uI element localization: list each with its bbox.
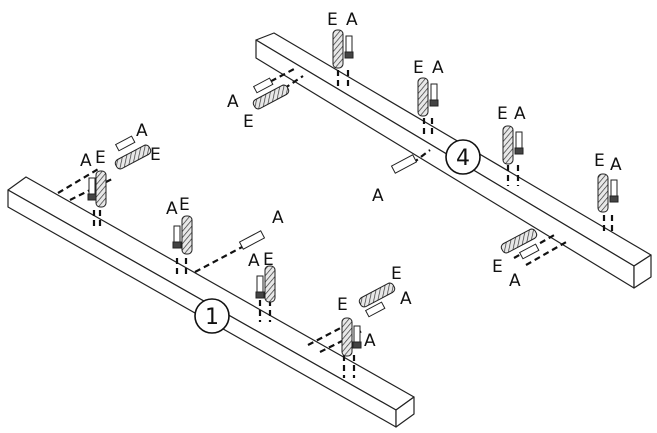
label-a: A bbox=[346, 10, 358, 30]
label-a: A bbox=[80, 151, 92, 171]
fitting-vertical-5 bbox=[332, 29, 354, 69]
label-a: A bbox=[248, 251, 260, 271]
label-e: E bbox=[263, 250, 274, 270]
part-labels: A E A E A E A A E E A E A E A A E E A A … bbox=[80, 10, 622, 351]
label-e: E bbox=[391, 264, 402, 284]
label-e: E bbox=[95, 148, 106, 168]
label-e: E bbox=[492, 257, 503, 277]
label-e: E bbox=[150, 145, 161, 165]
fitting-horizontal-2 bbox=[238, 230, 266, 250]
label-a: A bbox=[514, 104, 526, 124]
label-a: A bbox=[166, 199, 178, 219]
label-e: E bbox=[413, 58, 424, 78]
beam-4-front-face bbox=[255, 39, 635, 289]
label-a: A bbox=[272, 208, 284, 228]
fitting-vertical-4 bbox=[341, 317, 362, 357]
fitting-vertical-3 bbox=[255, 265, 276, 303]
fitting-vertical-7 bbox=[502, 125, 524, 165]
label-e: E bbox=[243, 112, 254, 132]
label-a: A bbox=[509, 271, 521, 291]
fitting-vertical-8 bbox=[597, 173, 619, 213]
label-a: A bbox=[227, 92, 239, 112]
fitting-horizontal-4 bbox=[252, 77, 290, 110]
fitting-horizontal-1 bbox=[114, 135, 152, 170]
beam-1-end-face bbox=[395, 396, 415, 428]
label-a: A bbox=[432, 58, 444, 78]
label-e: E bbox=[594, 151, 605, 171]
fitting-horizontal-5 bbox=[390, 154, 418, 174]
label-e: E bbox=[179, 195, 190, 215]
fitting-vertical-2 bbox=[172, 215, 193, 255]
label-a: A bbox=[400, 289, 412, 309]
label-e: E bbox=[337, 295, 348, 315]
label-e: E bbox=[327, 10, 338, 30]
beam-1-number: 1 bbox=[205, 305, 219, 330]
fitting-vertical-6 bbox=[417, 77, 439, 117]
label-e: E bbox=[497, 104, 508, 124]
label-a: A bbox=[610, 155, 622, 175]
label-a: A bbox=[364, 331, 376, 351]
label-a: A bbox=[136, 121, 148, 141]
beam-1-number-badge: 1 bbox=[194, 298, 230, 334]
label-a: A bbox=[372, 186, 384, 206]
fitting-horizontal-3 bbox=[358, 282, 396, 318]
fitting-horizontal-6 bbox=[500, 228, 540, 260]
fitting-vertical-1 bbox=[87, 170, 107, 208]
beam-4-number: 4 bbox=[456, 146, 470, 171]
beam-4-number-badge: 4 bbox=[445, 139, 481, 175]
beam-4-end-face bbox=[633, 254, 652, 289]
